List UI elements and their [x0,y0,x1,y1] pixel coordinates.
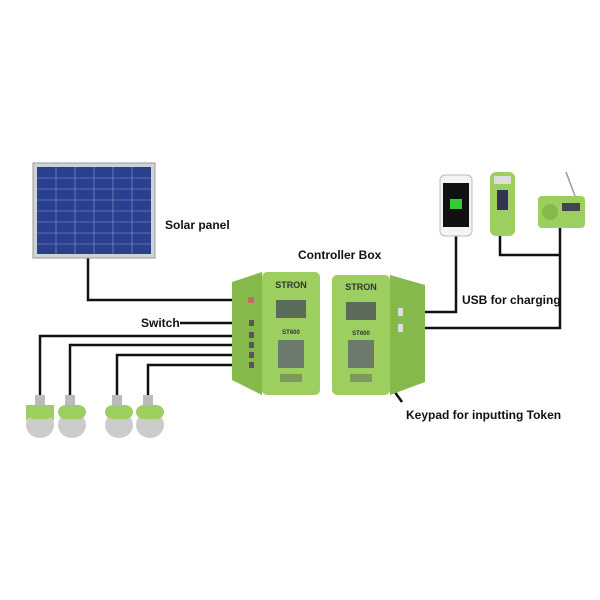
usb-label: USB for charging [462,293,561,307]
radio-wire [405,228,562,330]
bulb-2 [58,395,86,438]
solar-wire [86,258,250,302]
solar-panel-label: Solar panel [165,218,230,232]
flashlight-wire [498,236,560,257]
bulb-wire-3 [115,353,250,395]
radio [538,171,585,228]
flashlight [490,172,515,236]
model-label-left: ST600 [282,330,300,336]
controller-box-label: Controller Box [298,248,382,262]
light-bulbs [26,395,164,438]
bulb-4 [136,395,164,438]
switch-label: Switch [141,316,180,330]
bulb-wire-4 [146,363,250,395]
wires [38,228,562,403]
solar-panel [32,162,156,259]
bulb-wire-2 [68,343,250,395]
bulb-1 [26,395,54,438]
controller-box-right: STRON ST600 [332,275,425,395]
bulb-wire-1 [38,334,250,395]
brand-logo-left: STRON [275,280,307,290]
keypad-label: Keypad for inputting Token [406,408,562,422]
phone [439,174,473,237]
brand-logo-right: STRON [345,282,377,292]
bulb-3 [105,395,133,438]
controller-box-left: STRON ST600 [232,272,320,395]
model-label-right: ST600 [352,331,370,337]
